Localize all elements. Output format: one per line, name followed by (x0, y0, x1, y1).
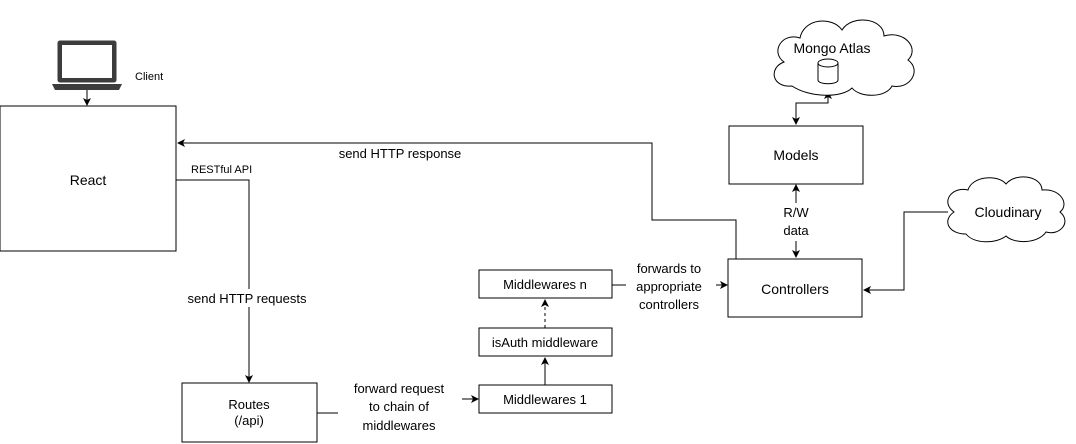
send-http-requests-label: send HTTP requests (188, 291, 307, 306)
client-laptop: Client (52, 40, 163, 90)
forward-request-label-2: to chain of (369, 399, 429, 414)
mongo-atlas-node: Mongo Atlas (773, 19, 915, 96)
forwards-to-label-3: controllers (639, 297, 699, 312)
forward-request-label-3: middlewares (363, 418, 436, 433)
database-icon (817, 58, 839, 85)
isauth-box (478, 327, 613, 357)
react-box (0, 105, 177, 252)
cloudinary-cloud-shape (947, 176, 1066, 243)
forwards-to-label-1: forwards to (637, 261, 701, 276)
mongo-cloud-shape (773, 19, 915, 96)
mongo-atlas-label: Mongo Atlas (793, 40, 870, 56)
restful-api-label: RESTful API (191, 164, 252, 176)
models-box (728, 125, 864, 185)
isauth-node: isAuth middleware (478, 327, 613, 357)
models-node: Models (728, 125, 864, 185)
client-label: Client (135, 71, 163, 83)
routes-node: Routes (/api) (181, 382, 318, 443)
routes-box (181, 382, 318, 443)
controllers-box (727, 258, 863, 318)
edge-controllers-react (177, 139, 737, 260)
react-node: React (0, 105, 177, 252)
isauth-label: isAuth middleware (492, 335, 598, 350)
cloudinary-node: Cloudinary (947, 176, 1066, 243)
routes-label: Routes (228, 397, 270, 412)
data-label: data (783, 223, 809, 238)
react-label: React (70, 172, 107, 188)
models-label: Models (773, 147, 818, 163)
forward-request-label-1: forward request (354, 381, 445, 396)
routes-path-label: (/api) (234, 413, 264, 428)
middlewares-n-label: Middlewares n (503, 277, 587, 292)
controllers-node: Controllers (727, 258, 863, 318)
forwards-to-label-2: appropriate (636, 279, 702, 294)
edge-models-mongo (792, 91, 832, 125)
edge-react-routes (176, 179, 253, 383)
cloudinary-label: Cloudinary (975, 204, 1042, 220)
middlewares-1-label: Middlewares 1 (503, 392, 587, 407)
laptop-icon (52, 40, 122, 90)
middlewares-1-node: Middlewares 1 (478, 384, 613, 414)
middlewares-n-box (478, 269, 613, 299)
edge-cloudinary-controllers (863, 211, 948, 294)
controllers-label: Controllers (761, 281, 829, 297)
rw-label: R/W (783, 205, 809, 220)
middlewares-n-node: Middlewares n (478, 269, 613, 299)
send-http-response-label: send HTTP response (339, 146, 462, 161)
